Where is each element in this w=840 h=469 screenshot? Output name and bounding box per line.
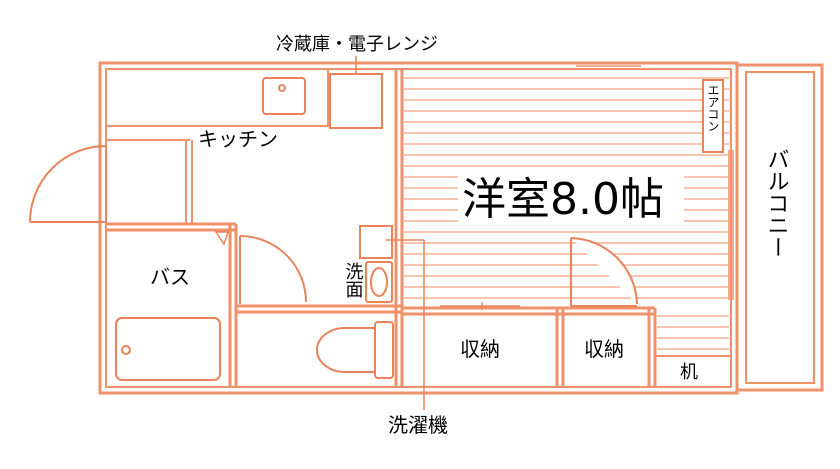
room-label: 洋室8.0帖 — [462, 174, 664, 225]
storage-left-label: 収納 — [460, 337, 500, 361]
aircon-label: エアコン — [706, 84, 720, 132]
balcony-window — [728, 150, 734, 300]
fridge-space — [329, 73, 383, 129]
washbasin-label: 洗面 — [343, 262, 364, 298]
washbasin — [365, 261, 393, 303]
washing-machine — [359, 225, 425, 410]
fridge-microwave-label: 冷蔵庫・電子レンジ — [276, 34, 438, 55]
storage-doors — [440, 302, 520, 310]
bathtub — [115, 317, 221, 381]
top-window — [576, 65, 641, 70]
room-door — [570, 237, 638, 307]
aircon-unit — [702, 79, 724, 153]
bath-marker — [214, 231, 230, 246]
room-label-bg — [458, 170, 684, 224]
washing-machine-label: 洗濯機 — [388, 413, 448, 437]
storage-right-label: 収納 — [584, 337, 624, 361]
kitchen-label: キッチン — [198, 127, 278, 151]
desk-label: 机 — [680, 362, 698, 383]
entrance-door — [29, 145, 107, 223]
bath-label: バス — [150, 265, 190, 289]
interior-walls — [105, 68, 731, 387]
kitchen-sink — [262, 77, 306, 115]
bath-door — [239, 235, 307, 304]
outer-walls — [98, 61, 739, 395]
toilet — [316, 321, 394, 379]
balcony-label: バルコニー — [764, 148, 789, 258]
